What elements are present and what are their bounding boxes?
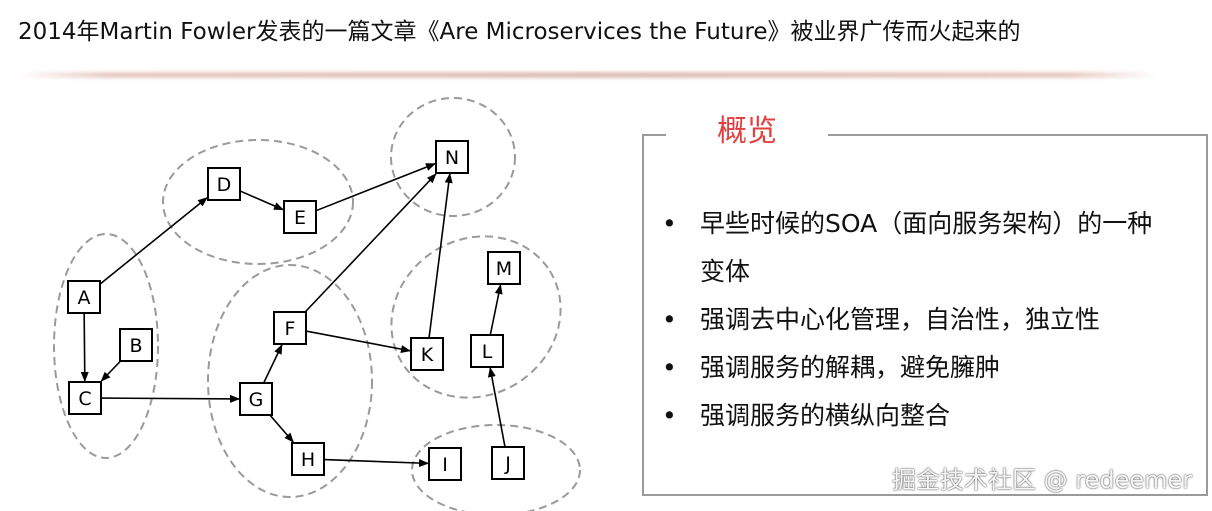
edge-b-c xyxy=(100,360,122,382)
bullet-text: 强调服务的解耦，避免臃肿 xyxy=(700,353,1001,382)
microservices-diagram: A B C D E F G H I J K L M N xyxy=(53,97,581,511)
edge-a-c xyxy=(80,312,89,382)
page-title: 2014年Martin Fowler发表的一篇文章《Are Microservi… xyxy=(18,19,1021,45)
node-box xyxy=(435,140,469,174)
node-box xyxy=(119,328,153,362)
edge-f-n xyxy=(304,173,437,313)
node-label: H xyxy=(301,449,315,471)
bullet-text-continued: 变体 xyxy=(700,257,751,286)
node-d: D xyxy=(207,167,241,201)
node-label: N xyxy=(445,147,459,169)
edge-g-h xyxy=(269,414,294,443)
node-box xyxy=(491,446,525,480)
bullet-item: • 早些时候的SOA（面向服务架构）的一种 变体 xyxy=(662,200,1192,296)
edge-c-g xyxy=(100,394,240,403)
node-j: J xyxy=(491,446,525,480)
node-g: G xyxy=(239,382,273,416)
node-label: A xyxy=(78,287,91,309)
bullet-item: • 强调服务的解耦，避免臃肿 xyxy=(662,344,1192,392)
bullet-dot-icon: • xyxy=(662,209,677,238)
node-label: K xyxy=(421,344,434,366)
node-a: A xyxy=(67,280,101,314)
node-m: M xyxy=(487,251,521,285)
node-box xyxy=(283,200,317,234)
group-abc xyxy=(53,233,159,459)
node-label: E xyxy=(294,207,306,229)
overview-panel xyxy=(642,134,1208,496)
node-n: N xyxy=(435,140,469,174)
bullet-item: • 强调去中心化管理，自治性，独立性 xyxy=(662,296,1192,344)
node-i: I xyxy=(428,447,462,481)
node-box xyxy=(291,442,325,476)
node-box xyxy=(410,337,444,371)
bullet-item: • 强调服务的横纵向整合 xyxy=(662,392,1192,440)
node-l: L xyxy=(470,334,504,368)
node-label: J xyxy=(504,453,511,475)
node-label: D xyxy=(217,174,232,196)
node-b: B xyxy=(119,328,153,362)
node-box xyxy=(470,334,504,368)
edge-d-e xyxy=(239,190,284,211)
group-de xyxy=(162,139,354,265)
node-label: M xyxy=(496,258,512,280)
node-f: F xyxy=(273,311,307,345)
node-label: F xyxy=(285,318,296,340)
node-label: I xyxy=(442,454,448,476)
bullet-text: 早些时候的SOA（面向服务架构）的一种 xyxy=(700,209,1153,238)
edge-j-l xyxy=(487,367,506,448)
edge-e-n xyxy=(315,162,436,212)
bullet-text: 强调服务的横纵向整合 xyxy=(700,401,951,430)
bullet-dot-icon: • xyxy=(662,305,677,334)
node-label: L xyxy=(482,341,493,363)
edge-a-d xyxy=(99,197,208,285)
node-c: C xyxy=(68,381,102,415)
title-divider xyxy=(18,72,1158,78)
node-box xyxy=(273,311,307,345)
node-box xyxy=(207,167,241,201)
node-box xyxy=(428,447,462,481)
overview-bullet-list: • 早些时候的SOA（面向服务架构）的一种 变体 • 强调去中心化管理，自治性，… xyxy=(662,200,1192,440)
node-box xyxy=(68,381,102,415)
bullet-dot-icon: • xyxy=(662,353,677,382)
node-label: G xyxy=(249,389,264,411)
group-ij xyxy=(411,424,581,511)
node-box xyxy=(67,280,101,314)
edge-k-n xyxy=(428,173,453,339)
node-h: H xyxy=(291,442,325,476)
overview-title: 概览 xyxy=(666,106,828,158)
watermark: 掘金技术社区 @ redeemer xyxy=(892,466,1193,494)
node-label: C xyxy=(78,388,91,410)
group-fgh xyxy=(207,264,373,498)
edge-l-m xyxy=(489,284,503,336)
bullet-dot-icon: • xyxy=(662,401,677,430)
edge-f-k xyxy=(305,330,411,354)
group-n xyxy=(390,97,516,217)
edge-h-i xyxy=(323,458,429,468)
node-label: B xyxy=(129,335,142,357)
node-box xyxy=(239,382,273,416)
edge-g-f xyxy=(262,344,283,384)
group-klm xyxy=(390,235,562,399)
node-e: E xyxy=(283,200,317,234)
bullet-text: 强调去中心化管理，自治性，独立性 xyxy=(700,305,1101,334)
node-box xyxy=(487,251,521,285)
node-k: K xyxy=(410,337,444,371)
